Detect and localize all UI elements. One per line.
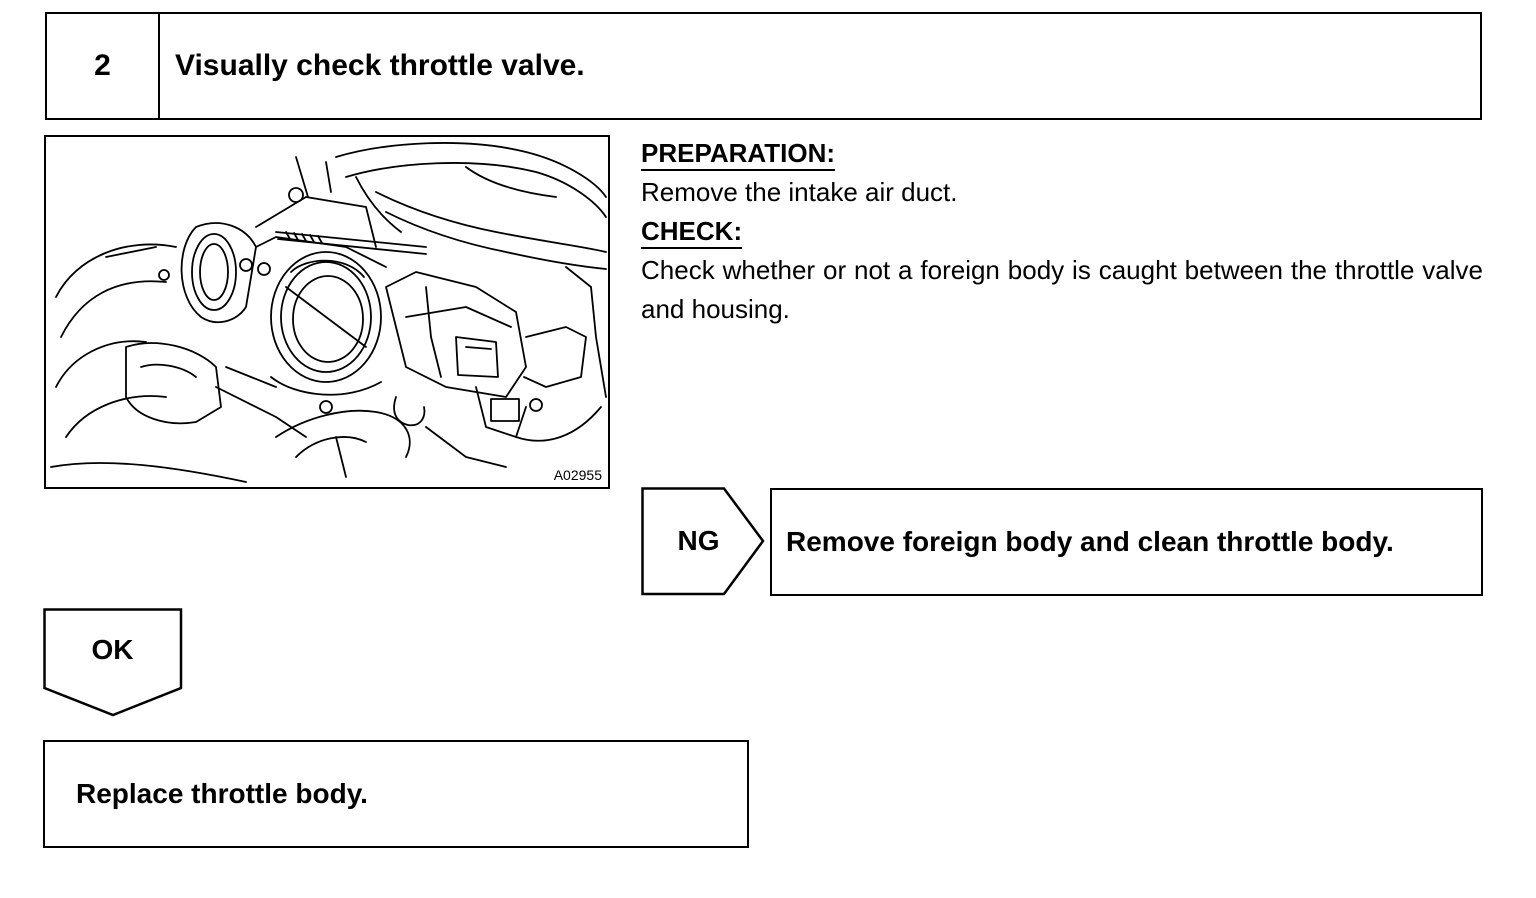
ng-result-box: Remove foreign body and clean throttle b… <box>770 488 1483 596</box>
instructions: PREPARATION: Remove the intake air duct.… <box>641 134 1483 329</box>
preparation-heading: PREPARATION: <box>641 137 836 171</box>
ok-result-box: Replace throttle body. <box>43 740 749 848</box>
ok-label: OK <box>91 634 134 665</box>
step-title: Visually check throttle valve. <box>175 49 585 82</box>
preparation-text: Remove the intake air duct. <box>641 177 958 207</box>
ng-label: NG <box>677 525 720 556</box>
check-text: Check whether or not a foreign body is c… <box>641 255 1483 324</box>
step-number: 2 <box>47 14 160 118</box>
throttle-body-illustration: A02955 <box>44 135 610 489</box>
check-heading: CHECK: <box>641 215 743 249</box>
figure-code: A02955 <box>553 467 602 483</box>
step-header: 2 Visually check throttle valve. <box>45 12 1482 120</box>
ok-arrow-shape <box>43 608 183 717</box>
ng-arrow-shape <box>641 487 765 596</box>
